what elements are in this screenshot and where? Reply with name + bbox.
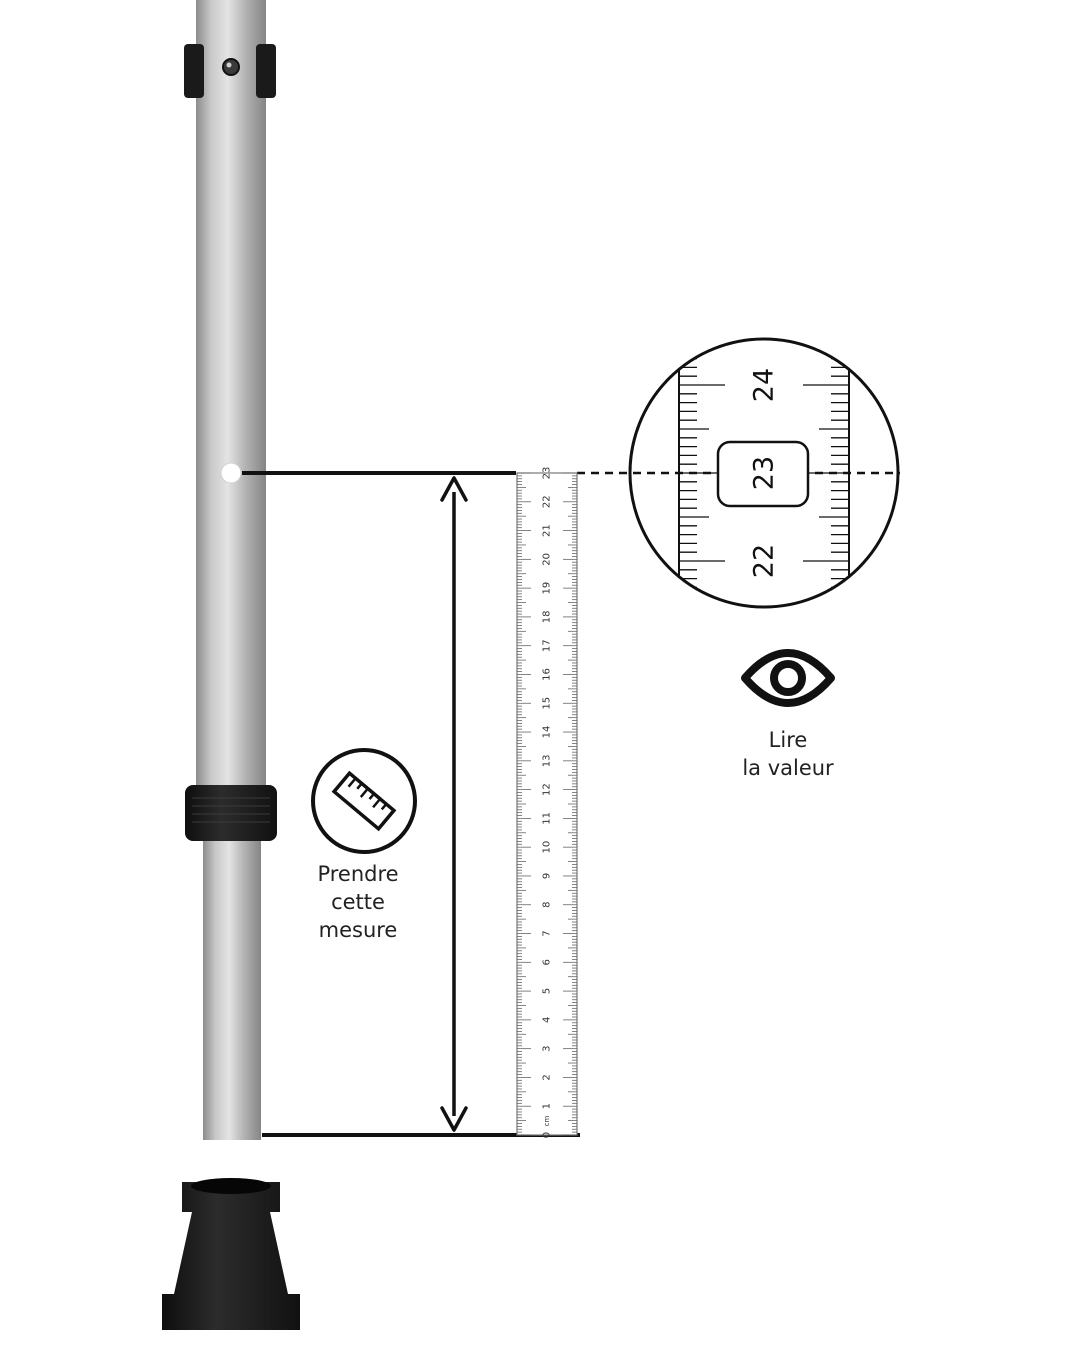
ruler-label: 14 xyxy=(542,726,553,739)
ruler-label: 6 xyxy=(542,959,553,965)
adjustment-hole xyxy=(220,462,242,484)
measure-label-line-3: mesure xyxy=(318,918,398,942)
magnifier-label: 23 xyxy=(749,456,780,490)
read-label: Lire la valeur xyxy=(718,726,858,782)
read-label-line-1: Lire xyxy=(768,728,808,752)
ruler-label: 8 xyxy=(542,902,553,908)
ruler-ticks xyxy=(517,472,577,1136)
ruler-label: 18 xyxy=(542,611,553,624)
ruler-label: 3 xyxy=(542,1045,553,1051)
ruler-label: 9 xyxy=(542,873,553,879)
ruler-label: 13 xyxy=(542,754,553,767)
ruler-label: 12 xyxy=(542,783,553,796)
measure-arrow-head-top xyxy=(440,476,468,502)
eye-icon xyxy=(741,649,835,707)
ruler-label: 1 xyxy=(542,1103,553,1109)
ruler-icon xyxy=(311,748,417,854)
ruler-label: 5 xyxy=(542,988,553,994)
ruler-label: 7 xyxy=(542,930,553,936)
magnifier: 22 23 24 xyxy=(628,337,900,609)
ruler-body xyxy=(516,472,578,1136)
magnifier-ring xyxy=(628,337,900,609)
ruler-label: 22 xyxy=(542,495,553,508)
ruler-label: 10 xyxy=(542,841,553,854)
measure-label: Prendre cette mesure xyxy=(298,860,418,944)
ruler-unit-label: cm xyxy=(543,1115,551,1126)
ruler-label: 17 xyxy=(542,639,553,652)
collar xyxy=(185,785,277,841)
ruler-label: 4 xyxy=(542,1017,553,1023)
magnifier-label: 22 xyxy=(749,544,780,578)
ruler-label: 16 xyxy=(542,668,553,681)
clamp-right xyxy=(256,44,276,98)
rubber-tip xyxy=(162,1182,300,1330)
ruler-label: 0 xyxy=(542,1132,553,1138)
crutch-tube xyxy=(162,0,300,1330)
adjust-button xyxy=(222,58,240,76)
magnifier-label: 24 xyxy=(749,368,780,402)
read-label-line-2: la valeur xyxy=(742,756,834,780)
upper-tube xyxy=(196,0,266,790)
ruler-label: 11 xyxy=(542,812,553,825)
ruler-label: 20 xyxy=(542,553,553,566)
measure-arrow-head-bottom xyxy=(440,1106,468,1132)
measure-label-line-1: Prendre xyxy=(317,862,399,886)
ruler-label: 15 xyxy=(542,697,553,710)
magnifier-labels: 22 23 24 xyxy=(749,368,780,578)
lower-tube xyxy=(203,838,261,1140)
ruler-label: 2 xyxy=(542,1074,553,1080)
clamp-left xyxy=(184,44,204,98)
measure-label-line-2: cette xyxy=(331,890,385,914)
ruler-label: 23 xyxy=(542,467,553,480)
ruler-label: 19 xyxy=(542,582,553,595)
ruler-label: 21 xyxy=(542,524,553,537)
highlight-box xyxy=(716,440,810,508)
